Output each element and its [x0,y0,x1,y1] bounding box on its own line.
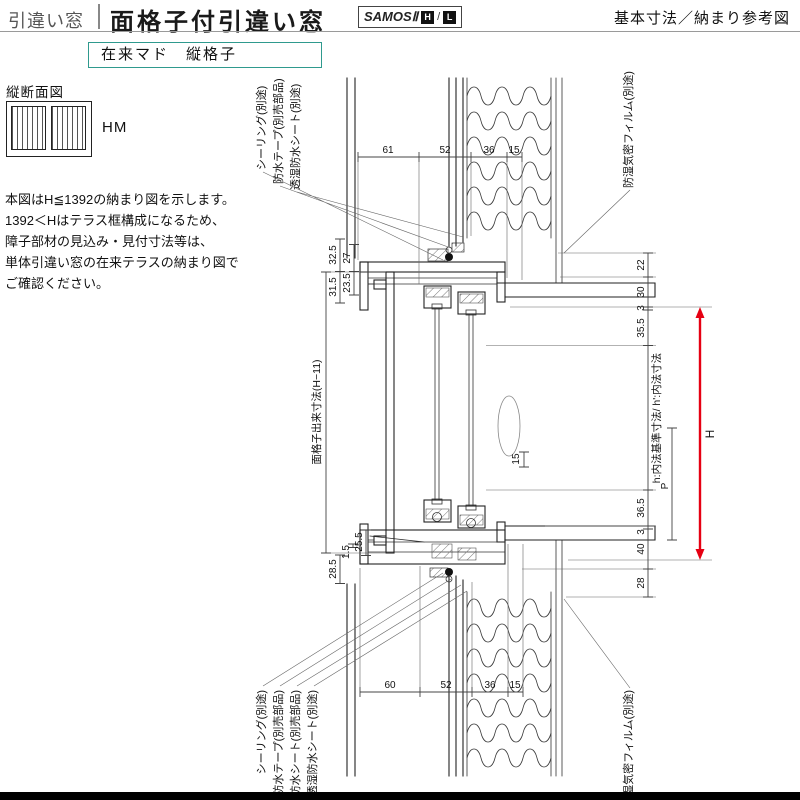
dim-top-4: 15 [508,145,520,156]
dim-p: P [660,482,671,489]
window-category-label: 引違い窓 [8,11,84,31]
dim-right-30: 30 [636,286,647,298]
extension-lines [330,162,712,687]
brand-badge: SAMOSⅡ H / L [358,6,463,28]
footer-bar [0,792,800,800]
dim-bottom-1: 60 [384,680,396,691]
callout-waterproof-tape-top: 防水テープ(別売部品) [271,78,285,184]
dimension-lines [321,152,677,697]
callout-labels: シーリング(別途) 防水テープ(別売部品) 透湿防水シート(別途) 防湿気密フィ… [254,71,635,800]
dim-right-22: 22 [636,259,647,271]
callout-pre-applied-sheet-bottom: 先張防水シート(別売部品) [288,690,302,800]
section-view-label: 縦断面図 [6,85,64,100]
face-grille-bar [367,271,395,554]
window-elevation-icon [6,101,92,157]
note-line: 本図はH≦1392の納まり図を示します。 [5,192,235,207]
dim-top-3: 36 [483,145,495,156]
dim-right-28: 28 [636,577,647,589]
brand-mark-separator: / [437,11,441,23]
dim-left-28-5: 28.5 [328,559,339,579]
document-type-label: 基本寸法／納まり参考図 [613,10,790,27]
inner-dimension-label: h:内法基準寸法/ h':内法寸法 [650,353,663,483]
series-label-box: 在来マド 縦格子 [88,42,322,68]
dim-left-1-5: 1.5 [341,545,352,559]
framing-blocks [427,242,465,578]
callout-waterproof-tape-bottom: 防水テープ(別売部品) [271,690,285,796]
brand-logo: SAMOSⅡ [364,9,419,24]
sash-bottom-rails [423,499,486,529]
dim-top-1: 61 [382,145,394,156]
callout-sealing-bottom: シーリング(別途) [254,690,268,774]
frame-sill [359,521,506,565]
dim-left-23-5: 23.5 [342,273,353,293]
dim-right-36-5: 36.5 [636,498,647,518]
dim-right-35-5: 35.5 [636,318,647,338]
dim-left-31-5: 31.5 [328,277,339,297]
note-line: 障子部材の見込み・見付寸法等は、 [5,234,214,249]
note-paragraph: 本図はH≦1392の納まり図を示します。 1392＜Hはテラス框構成になるため、… [5,189,253,294]
dim-right-40: 40 [636,543,647,555]
header-rule [0,31,800,32]
callout-vapor-film-top: 防湿気密フィルム(別途) [621,71,635,188]
sash-top-rails [423,285,486,315]
brand-mark-h: H [421,10,435,24]
sealant-beads [445,246,453,583]
dim-h: H [703,430,717,439]
dim-right-3b: 3 [636,529,647,535]
dim-bottom-2: 52 [440,680,452,691]
dim-left-32-5: 32.5 [328,245,339,265]
frame-head [359,261,506,311]
glass-panes [431,303,521,511]
brand-mark-l: L [443,10,457,24]
header-divider [98,4,100,29]
dimension-text-vertical: 32.5 27 31.5 23.5 28.5 1.5 25.5 22 30 3 … [328,245,717,589]
note-line: 単体引違い窓の在来テラスの納まり図で [5,255,239,270]
note-line: 1392＜Hはテラス框構成になるため、 [5,213,226,228]
type-code-label: HM [102,119,128,136]
dim-left-27: 27 [342,252,353,264]
dim-mid-15: 15 [511,453,522,465]
dimension-ticks [321,152,677,697]
grille-pane-right-icon [51,106,86,150]
note-line: ご確認ください。 [5,276,110,291]
grille-pane-left-icon [11,106,46,150]
wall-section-bottom [346,539,563,777]
insulation-top [466,86,552,231]
callout-breathable-sheet-bottom: 透湿防水シート(別途) [305,690,319,796]
callout-breathable-sheet-top: 透湿防水シート(別途) [288,84,302,190]
callout-vapor-film-bottom: 防湿気密フィルム(別途) [621,690,635,800]
dim-bottom-4: 15 [509,680,521,691]
leader-lines [262,171,631,689]
dim-right-3a: 3 [636,305,647,311]
dim-top-2: 52 [439,145,451,156]
interior-trim [496,282,656,541]
wall-section-top [346,77,563,284]
dim-bottom-3: 36 [484,680,496,691]
grille-dimension-label: 面格子出来寸法(H−11) [310,359,323,464]
callout-sealing-top: シーリング(別途) [254,86,268,170]
dim-left-25-5: 25.5 [354,532,365,552]
dimension-text-horizontal: 61 52 36 15 60 52 36 15 [382,145,521,691]
height-arrow [695,307,705,560]
